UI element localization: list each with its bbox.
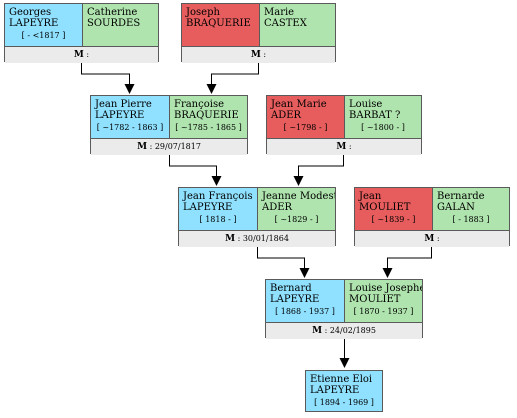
life-dates: [ 1894 - 1969 ] <box>314 398 374 407</box>
person-jean-francois-lapeyre[interactable]: Jean François LAPEYRE [ 1818 - ] <box>179 188 257 230</box>
person-etienne-eloi-lapeyre[interactable]: Etienne Eloi LAPEYRE [ 1894 - 1969 ] <box>305 370 383 412</box>
couple-lapeyre-mouliet[interactable]: Bernard LAPEYRE [ 1868 - 1937 ] Louise J… <box>265 279 423 339</box>
life-dates: [ ~1829 - ] <box>274 215 319 224</box>
life-dates: [ ~1800 - ] <box>361 123 405 132</box>
person-jean-pierre-lapeyre[interactable]: Jean Pierre LAPEYRE [ ~1782 - 1863 ] <box>91 96 169 138</box>
marriage-date: : 30/01/1864 <box>237 234 289 243</box>
couple-lapeyre-braquerie[interactable]: Jean Pierre LAPEYRE [ ~1782 - 1863 ] Fra… <box>90 95 248 155</box>
person-jean-marie-ader[interactable]: Jean Marie ADER [ ~1798 - ] <box>267 96 344 138</box>
first-name: Georges <box>9 7 52 18</box>
surname: BRAQUERIE <box>174 110 239 121</box>
marriage-row: M : <box>267 138 421 155</box>
surname: ADER <box>271 110 302 121</box>
surname: LAPEYRE <box>95 110 145 121</box>
person-marie-castex[interactable]: Marie CASTEX <box>259 4 335 46</box>
marriage-date: : <box>436 234 440 243</box>
person-francoise-braquerie[interactable]: Françoise BRAQUERIE [ ~1785 - 1865 ] <box>169 96 247 138</box>
surname: LAPEYRE <box>183 202 233 213</box>
first-name: Jean Pierre <box>95 99 152 110</box>
person-jeanne-modeste-ader[interactable]: Jeanne Modeste ADER [ ~1829 - ] <box>257 188 335 230</box>
first-name: Etienne Eloi <box>310 374 373 385</box>
marriage-label: M <box>312 326 323 336</box>
surname: SOURDES <box>87 18 141 29</box>
first-name: Marie <box>264 7 295 18</box>
marriage-row: M : 30/01/1864 <box>179 230 335 247</box>
surname: GALAN <box>437 202 475 213</box>
life-dates: [ 1818 - ] <box>199 215 237 224</box>
person-joseph-braquerie[interactable]: Joseph BRAQUERIE <box>182 4 259 46</box>
line-ader-barbat-to-jeanne-modeste <box>293 154 344 186</box>
life-dates: [ - 1883 ] <box>452 215 490 224</box>
marriage-row: M : <box>182 46 335 63</box>
line-mouliet-galan-to-louise-josephe <box>382 246 432 278</box>
life-dates: [ ~1798 - ] <box>283 123 328 132</box>
first-name: Bernarde <box>437 191 485 202</box>
surname: BARBAT ? <box>349 110 401 121</box>
life-dates: [ - <1817 ] <box>21 31 66 40</box>
person-bernard-lapeyre[interactable]: Bernard LAPEYRE [ 1868 - 1937 ] <box>266 280 344 322</box>
marriage-label: M <box>336 142 347 152</box>
life-dates: [ ~1839 - ] <box>371 215 416 224</box>
surname: CASTEX <box>264 18 307 29</box>
marriage-date: : <box>263 50 267 59</box>
line-lapeyre-braquerie-to-jean-francois <box>169 154 222 186</box>
line-braquerie-castex-to-francoise <box>206 62 259 94</box>
surname: LAPEYRE <box>270 294 320 305</box>
person-catherine-sourdes[interactable]: Catherine SOURDES <box>82 4 158 46</box>
life-dates: [ ~1785 - 1865 ] <box>175 123 242 132</box>
couple-mouliet-galan[interactable]: Jean MOULIET [ ~1839 - ] Bernarde GALAN … <box>354 187 510 247</box>
surname: LAPEYRE <box>310 385 360 396</box>
person-louise-barbat[interactable]: Louise BARBAT ? [ ~1800 - ] <box>344 96 421 138</box>
line-lapeyre-ader-to-bernard <box>257 246 310 278</box>
first-name: Françoise <box>174 99 224 110</box>
marriage-label: M <box>424 234 435 244</box>
couple-lapeyre-ader[interactable]: Jean François LAPEYRE [ 1818 - ] Jeanne … <box>178 187 336 247</box>
marriage-date: : <box>348 142 352 151</box>
life-dates: [ 1868 - 1937 ] <box>275 307 335 316</box>
surname: ADER <box>262 202 293 213</box>
marriage-row: M : <box>5 46 158 63</box>
first-name: Louise <box>349 99 383 110</box>
marriage-date: : 24/02/1895 <box>324 326 376 335</box>
first-name: Joseph <box>186 7 220 18</box>
marriage-date: : 29/07/1817 <box>149 142 201 151</box>
marriage-date: : <box>86 50 90 59</box>
first-name: Catherine <box>87 7 138 18</box>
marriage-row: M : 29/07/1817 <box>91 138 247 155</box>
surname: MOULIET <box>349 294 401 305</box>
surname: MOULIET <box>359 202 411 213</box>
first-name: Jeanne Modeste <box>262 191 335 202</box>
first-name: Louise Josephe <box>349 283 422 294</box>
marriage-label: M <box>73 50 84 60</box>
couple-ader-barbat[interactable]: Jean Marie ADER [ ~1798 - ] Louise BARBA… <box>266 95 422 155</box>
person-jean-mouliet[interactable]: Jean MOULIET [ ~1839 - ] <box>355 188 432 230</box>
surname: BRAQUERIE <box>186 18 251 29</box>
life-dates: [ 1870 - 1937 ] <box>353 307 414 316</box>
first-name: Jean François <box>183 191 253 202</box>
marriage-label: M <box>137 142 148 152</box>
couple-lapeyre-sourdes[interactable]: Georges LAPEYRE [ - <1817 ] Catherine SO… <box>4 3 159 63</box>
first-name: Jean <box>359 191 382 202</box>
first-name: Jean Marie <box>271 99 327 110</box>
marriage-label: M <box>250 50 261 60</box>
marriage-row: M : <box>355 230 509 247</box>
person-bernarde-galan[interactable]: Bernarde GALAN [ - 1883 ] <box>432 188 509 230</box>
life-dates: [ ~1782 - 1863 ] <box>96 123 164 132</box>
line-lapeyre-sourdes-to-jean-pierre <box>81 62 135 94</box>
marriage-label: M <box>225 234 236 244</box>
couple-braquerie-castex[interactable]: Joseph BRAQUERIE Marie CASTEX M : <box>181 3 336 63</box>
marriage-row: M : 24/02/1895 <box>266 322 422 339</box>
surname: LAPEYRE <box>9 18 59 29</box>
first-name: Bernard <box>270 283 312 294</box>
person-georges-lapeyre[interactable]: Georges LAPEYRE [ - <1817 ] <box>5 4 82 46</box>
person-louise-josephe-mouliet[interactable]: Louise Josephe MOULIET [ 1870 - 1937 ] <box>344 280 422 322</box>
